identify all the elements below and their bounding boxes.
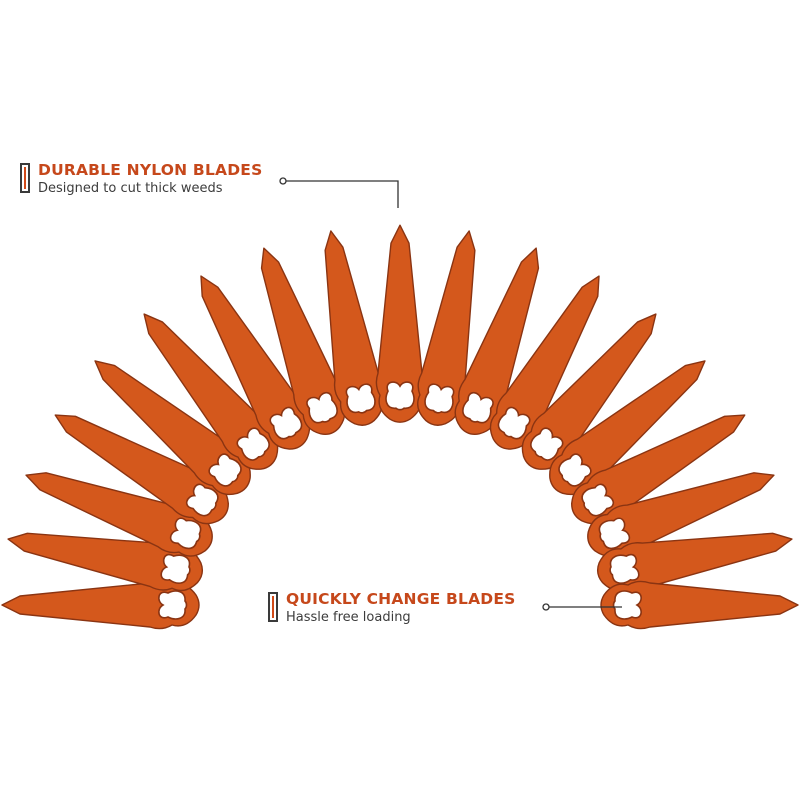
callout-subtitle: Designed to cut thick weeds <box>38 181 223 196</box>
blade-mount-hole <box>185 483 219 517</box>
callout-title: DURABLE NYLON BLADES <box>38 161 263 179</box>
blade <box>375 224 425 423</box>
blade-mount-hole <box>581 483 615 517</box>
blade-mount-hole <box>558 453 592 487</box>
blade-mount-hole <box>598 517 631 550</box>
leader-dot-top <box>279 177 287 185</box>
blade-mount-hole <box>424 383 455 414</box>
blade-mount-hole <box>160 553 191 584</box>
blade-mount-hole <box>306 391 338 424</box>
blade-mount-hole <box>269 406 303 440</box>
leader-dot-bottom <box>542 603 550 611</box>
blade-mount-hole <box>609 553 640 584</box>
blade-mount-hole <box>530 427 564 461</box>
blade <box>571 414 746 525</box>
blade-mount-hole <box>158 590 188 620</box>
blade-mount-hole <box>385 381 415 411</box>
blade <box>1 580 200 630</box>
blade-mount-hole <box>497 406 531 440</box>
blade-mount-hole <box>169 517 202 550</box>
blade <box>260 247 346 435</box>
callout-title: QUICKLY CHANGE BLADES <box>286 590 516 608</box>
blade-marker-icon <box>20 163 30 193</box>
blade <box>587 472 775 557</box>
blade <box>600 580 799 630</box>
blade-mount-hole <box>236 427 270 461</box>
blade-mount-hole <box>612 590 642 620</box>
blade-mount-hole <box>208 453 242 487</box>
blade <box>7 532 204 592</box>
blade-body <box>600 580 799 630</box>
blade-mount-hole <box>345 383 376 414</box>
blade <box>25 472 213 557</box>
blade-mount-hole <box>462 391 494 424</box>
leader-line-top <box>283 180 399 208</box>
blade <box>454 247 540 435</box>
callout-subtitle: Hassle free loading <box>286 610 411 625</box>
blade-marker-icon <box>268 592 278 622</box>
